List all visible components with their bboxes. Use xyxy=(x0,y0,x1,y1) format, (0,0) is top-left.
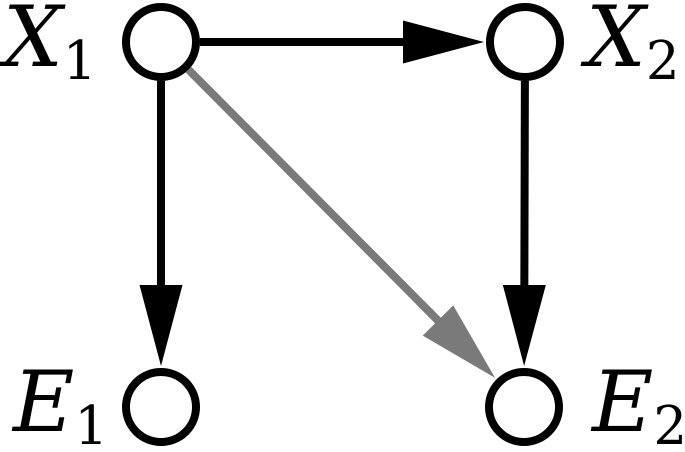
arrowhead-X1-E2 xyxy=(422,305,496,378)
arrowhead-X1-X2 xyxy=(403,20,484,64)
node-circle-E1 xyxy=(122,368,200,446)
node-circle-X1 xyxy=(122,3,200,81)
edge-X1-E2 xyxy=(185,66,446,328)
edge-X2-E2 xyxy=(520,80,529,292)
node-circle-X2 xyxy=(486,3,564,81)
arrowhead-X1-E1 xyxy=(139,285,183,366)
node-label-E2: E2 xyxy=(590,353,685,452)
node-circle-E2 xyxy=(485,368,563,446)
node-label-X2: X2 xyxy=(580,0,680,92)
node-label-X1: X1 xyxy=(0,0,97,92)
node-label-E1: E1 xyxy=(11,353,108,452)
arrowhead-X2-E2 xyxy=(502,284,546,367)
